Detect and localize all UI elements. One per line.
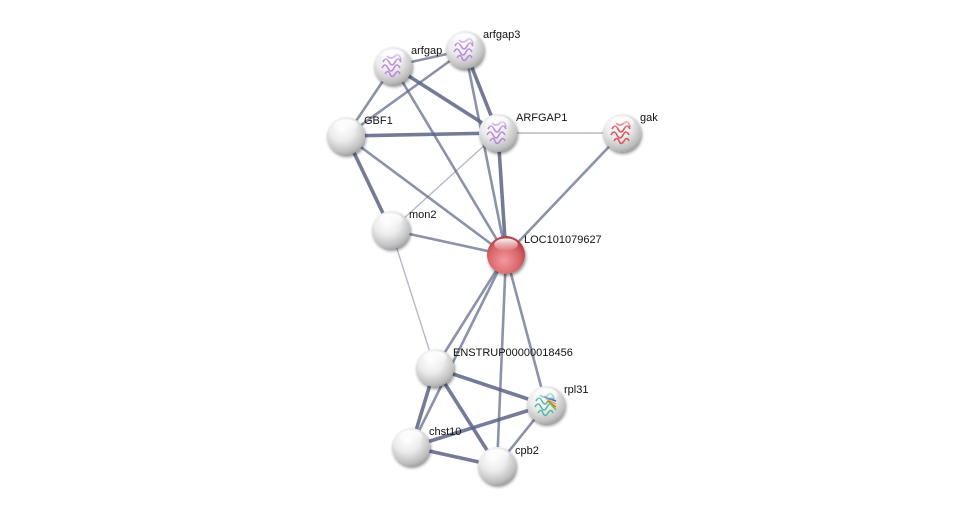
node-label: ENSTRUP00000018456 bbox=[453, 347, 573, 359]
node-GBF1[interactable]: GBF1 bbox=[327, 115, 393, 155]
edge-ENSTRUP00000018456-rpl31[interactable] bbox=[434, 366, 547, 407]
edge-LOC101079627-cpb2[interactable] bbox=[495, 254, 508, 467]
node-label: rpl31 bbox=[564, 384, 588, 396]
node-label: mon2 bbox=[409, 209, 437, 221]
node-gloss bbox=[453, 33, 477, 46]
node-gloss bbox=[485, 449, 509, 462]
edge-GBF1-LOC101079627[interactable] bbox=[345, 134, 507, 257]
node-label: cpb2 bbox=[515, 445, 539, 457]
node-gloss bbox=[381, 49, 405, 62]
node-label: ARFGAP1 bbox=[516, 112, 567, 124]
edge-LOC101079627-chst10[interactable] bbox=[409, 254, 508, 448]
node-chst10[interactable]: chst10 bbox=[392, 426, 461, 466]
node-label: LOC101079627 bbox=[524, 234, 602, 246]
node-gloss bbox=[379, 213, 403, 226]
node-gak[interactable]: gak bbox=[603, 112, 658, 152]
node-label: chst10 bbox=[429, 426, 461, 438]
edge-LOC101079627-rpl31[interactable] bbox=[504, 254, 548, 406]
node-gloss bbox=[423, 351, 447, 364]
node-label: gak bbox=[640, 112, 658, 124]
node-arfgap3[interactable]: arfgap3 bbox=[446, 29, 520, 69]
node-ARFGAP1[interactable]: ARFGAP1 bbox=[479, 112, 567, 152]
node-gloss bbox=[334, 119, 358, 132]
edge-LOC101079627-ENSTRUP00000018456[interactable] bbox=[433, 254, 508, 369]
node-gloss bbox=[399, 430, 423, 443]
edge-arfgap3-GBF1[interactable] bbox=[345, 48, 466, 138]
node-rpl31[interactable]: rpl31 bbox=[527, 384, 588, 424]
edge-mon2-ENSTRUP00000018456[interactable] bbox=[390, 229, 436, 369]
edge-arfgap3-LOC101079627[interactable] bbox=[463, 49, 508, 256]
node-label: arfgap bbox=[411, 45, 442, 57]
edge-ARFGAP1-LOC101079627[interactable] bbox=[496, 132, 508, 256]
edge-ARFGAP1-mon2[interactable] bbox=[390, 132, 499, 231]
node-cpb2[interactable]: cpb2 bbox=[478, 445, 539, 485]
node-LOC101079627[interactable]: LOC101079627 bbox=[487, 234, 602, 274]
node-gloss bbox=[486, 116, 510, 129]
node-gloss bbox=[534, 388, 558, 401]
node-ENSTRUP00000018456[interactable]: ENSTRUP00000018456 bbox=[416, 347, 573, 387]
edge-rpl31-chst10[interactable] bbox=[410, 403, 547, 449]
edge-GBF1-ARFGAP1[interactable] bbox=[345, 131, 499, 138]
edge-mon2-LOC101079627[interactable] bbox=[390, 228, 507, 257]
node-arfgap2[interactable]: arfgap bbox=[374, 45, 442, 85]
edge-ENSTRUP00000018456-cpb2[interactable] bbox=[433, 367, 499, 467]
edge-gak-LOC101079627[interactable] bbox=[505, 132, 623, 256]
edges-layer bbox=[344, 48, 623, 468]
node-mon2[interactable]: mon2 bbox=[372, 209, 437, 249]
node-label: arfgap3 bbox=[483, 29, 520, 41]
node-label: GBF1 bbox=[364, 115, 393, 127]
node-gloss bbox=[610, 116, 634, 129]
node-gloss bbox=[494, 238, 518, 251]
edge-arfgap2-LOC101079627[interactable] bbox=[391, 65, 508, 256]
